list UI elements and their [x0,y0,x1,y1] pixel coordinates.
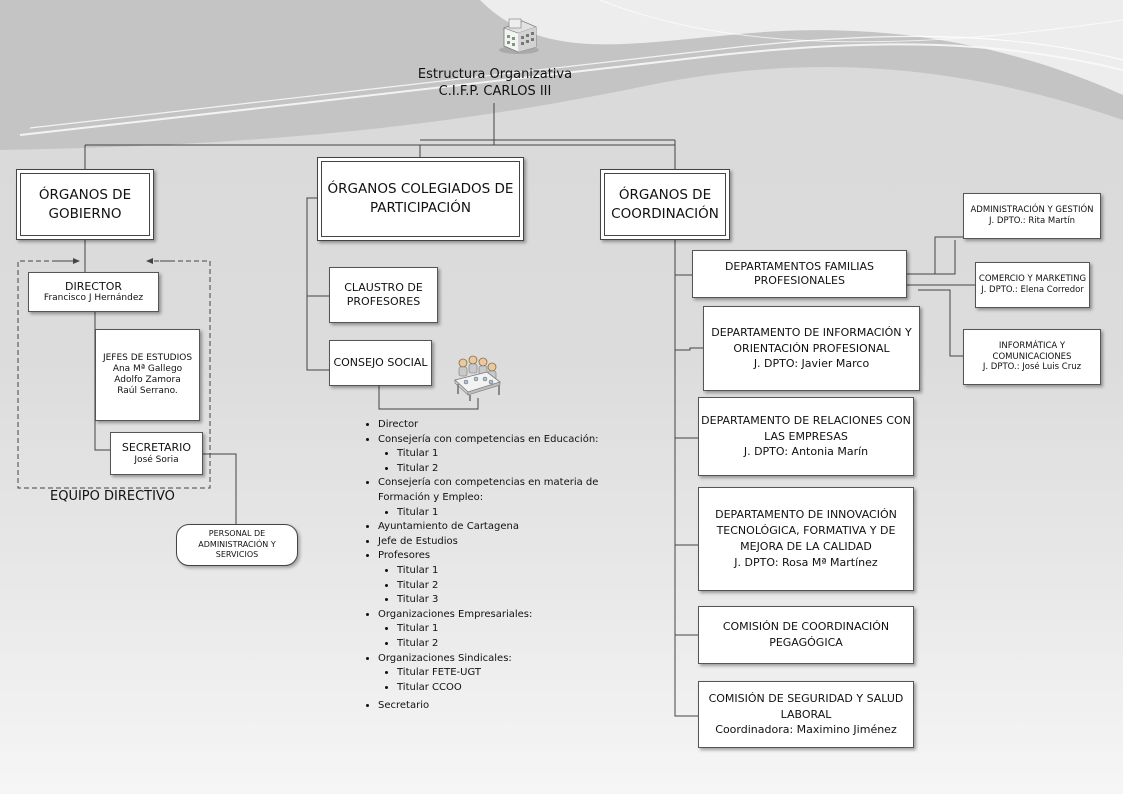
consejo-members-list: Director Consejería con competencias en … [354,418,614,714]
comision-seguridad-line-1: COMISIÓN DE SEGURIDAD Y SALUD [708,691,904,705]
list-item: Organizaciones Empresariales: Titular 1 … [378,608,614,652]
comercio-box: COMERCIO Y MARKETING J. DPTO.: Elena Cor… [975,262,1090,308]
claustro-line-2: PROFESORES [346,295,421,308]
dept-relaciones-box: DEPARTAMENTO DE RELACIONES CON LAS EMPRE… [698,397,914,476]
jefes-title: JEFES DE ESTUDIOS [102,352,193,363]
dept-relaciones-line-2: LAS EMPRESAS [764,429,848,443]
comision-pedagogica-line-2: PEGAGÓGICA [769,636,843,649]
organos-colegiados-line-2: PARTICIPACIÓN [370,200,471,216]
list-item: Secretario [378,699,614,714]
list-item: Consejería con competencias en materia d… [378,476,614,520]
list-item: Ayuntamiento de Cartagena [378,520,614,535]
dept-info-line-1: DEPARTAMENTO DE INFORMACIÓN Y [711,325,912,339]
meeting-icon [454,355,501,401]
list-item: Jefe de Estudios [378,535,614,550]
title-line-2: C.I.F.P. CARLOS III [438,83,552,99]
director-box: DIRECTOR Francisco J Hernández [28,272,159,312]
comision-seguridad-head: Coordinadora: Maximino Jiménez [715,723,897,737]
personal-line-3: SERVICIOS [215,550,259,560]
dept-innovacion-line-1: DEPARTAMENTO DE INNOVACIÓN [715,508,897,522]
dept-innovacion-box: DEPARTAMENTO DE INNOVACIÓN TECNOLÓGICA, … [698,487,914,591]
list-item: Titular FETE-UGT [397,666,614,681]
organos-coordinacion-line-1: ÓRGANOS DE [618,186,712,203]
list-item: Titular 2 [397,579,614,594]
informatica-line-2: COMUNICACIONES [992,351,1072,362]
informatica-head: J. DPTO.: José Luis Cruz [982,362,1082,373]
dept-innovacion-line-3: MEJORA DE LA CALIDAD [740,540,872,553]
dept-innovacion-line-2: TECNOLÓGICA, FORMATIVA Y DE [716,524,896,538]
consejo-social-title: CONSEJO SOCIAL [333,356,428,370]
jefes-name-2: Adolfo Zamora [114,375,181,385]
personal-servicios-box: PERSONAL DE ADMINISTRACIÓN Y SERVICIOS [176,524,298,566]
personal-line-1: PERSONAL DE [208,529,266,539]
secretario-title: SECRETARIO [121,441,192,454]
list-item: Titular 1 [397,564,614,579]
admin-gestion-title: ADMINISTRACIÓN Y GESTIÓN [970,205,1094,216]
dept-info-head: J. DPTO: Javier Marco [753,357,870,371]
dept-info-line-2: ORIENTACIÓN PROFESIONAL [733,341,890,355]
equipo-directivo-label: EQUIPO DIRECTIVO [50,489,175,504]
jefes-estudios-box: JEFES DE ESTUDIOS Ana Mª Gallego Adolfo … [95,329,200,421]
organos-colegiados-line-1: ÓRGANOS COLEGIADOS DE [327,181,514,198]
list-item: Titular 1 [397,506,614,521]
comision-pedagogica-box: COMISIÓN DE COORDINACIÓN PEGAGÓGICA [698,606,914,664]
list-item: Titular 1 [397,447,614,462]
secretario-box: SECRETARIO José Soria [110,432,203,475]
comision-seguridad-line-2: LABORAL [780,707,832,721]
comercio-title: COMERCIO Y MARKETING [978,274,1087,285]
list-item: Titular 3 [397,593,614,608]
list-item: Titular 1 [397,622,614,637]
comision-pedagogica-line-1: COMISIÓN DE COORDINACIÓN [722,620,890,634]
informatica-box: INFORMÁTICA Y COMUNICACIONES J. DPTO.: J… [963,329,1101,385]
comision-seguridad-box: COMISIÓN DE SEGURIDAD Y SALUD LABORAL Co… [698,681,914,748]
list-item: Director [378,418,614,433]
chart-title: Estructura Organizativa C.I.F.P. CARLOS … [400,67,590,101]
dept-familias-box: DEPARTAMENTOS FAMILIAS PROFESIONALES [692,250,907,298]
organos-coordinacion-line-2: COORDINACIÓN [611,205,719,222]
dept-relaciones-head: J. DPTO: Antonia Marín [743,445,869,459]
secretario-name: José Soria [134,454,179,465]
director-name: Francisco J Hernández [43,293,144,304]
list-item: Titular 2 [397,637,614,652]
organos-gobierno-box: ÓRGANOS DE GOBIERNO [16,169,154,240]
building-icon [499,18,539,54]
dept-info-box: DEPARTAMENTO DE INFORMACIÓN Y ORIENTACIÓ… [703,306,920,391]
title-line-1: Estructura Organizativa [417,67,573,82]
consejo-social-box: CONSEJO SOCIAL [329,340,432,386]
list-item: Titular 2 [397,462,614,477]
claustro-box: CLAUSTRO DE PROFESORES [329,267,438,323]
organos-gobierno-line-2: GOBIERNO [48,205,122,222]
dept-familias-line-1: DEPARTAMENTOS FAMILIAS [724,260,875,274]
jefes-name-1: Ana Mª Gallego [112,363,183,374]
dept-innovacion-head: J. DPTO: Rosa Mª Martínez [734,555,878,569]
list-item: Titular CCOO [397,681,614,696]
list-item: Consejería con competencias en Educación… [378,433,614,477]
admin-gestion-head: J. DPTO.: Rita Martín [988,216,1076,226]
admin-gestion-box: ADMINISTRACIÓN Y GESTIÓN J. DPTO.: Rita … [963,193,1101,239]
jefes-name-3: Raúl Serrano. [117,386,178,397]
informatica-line-1: INFORMÁTICA Y [998,341,1066,352]
dept-familias-line-2: PROFESIONALES [754,274,845,287]
claustro-line-1: CLAUSTRO DE [344,281,423,295]
list-item: Profesores Titular 1 Titular 2 Titular 3 [378,549,614,607]
director-title: DIRECTOR [64,279,122,293]
list-item: Organizaciones Sindicales: Titular FETE-… [378,652,614,696]
personal-line-2: ADMINISTRACIÓN Y [198,539,276,549]
organos-gobierno-line-1: ÓRGANOS DE [38,186,132,203]
organos-coordinacion-box: ÓRGANOS DE COORDINACIÓN [600,169,730,240]
dept-relaciones-line-1: DEPARTAMENTO DE RELACIONES CON [701,413,911,427]
comercio-head: J. DPTO.: Elena Corredor [981,285,1084,295]
organos-colegiados-box: ÓRGANOS COLEGIADOS DE PARTICIPACIÓN [317,157,524,241]
